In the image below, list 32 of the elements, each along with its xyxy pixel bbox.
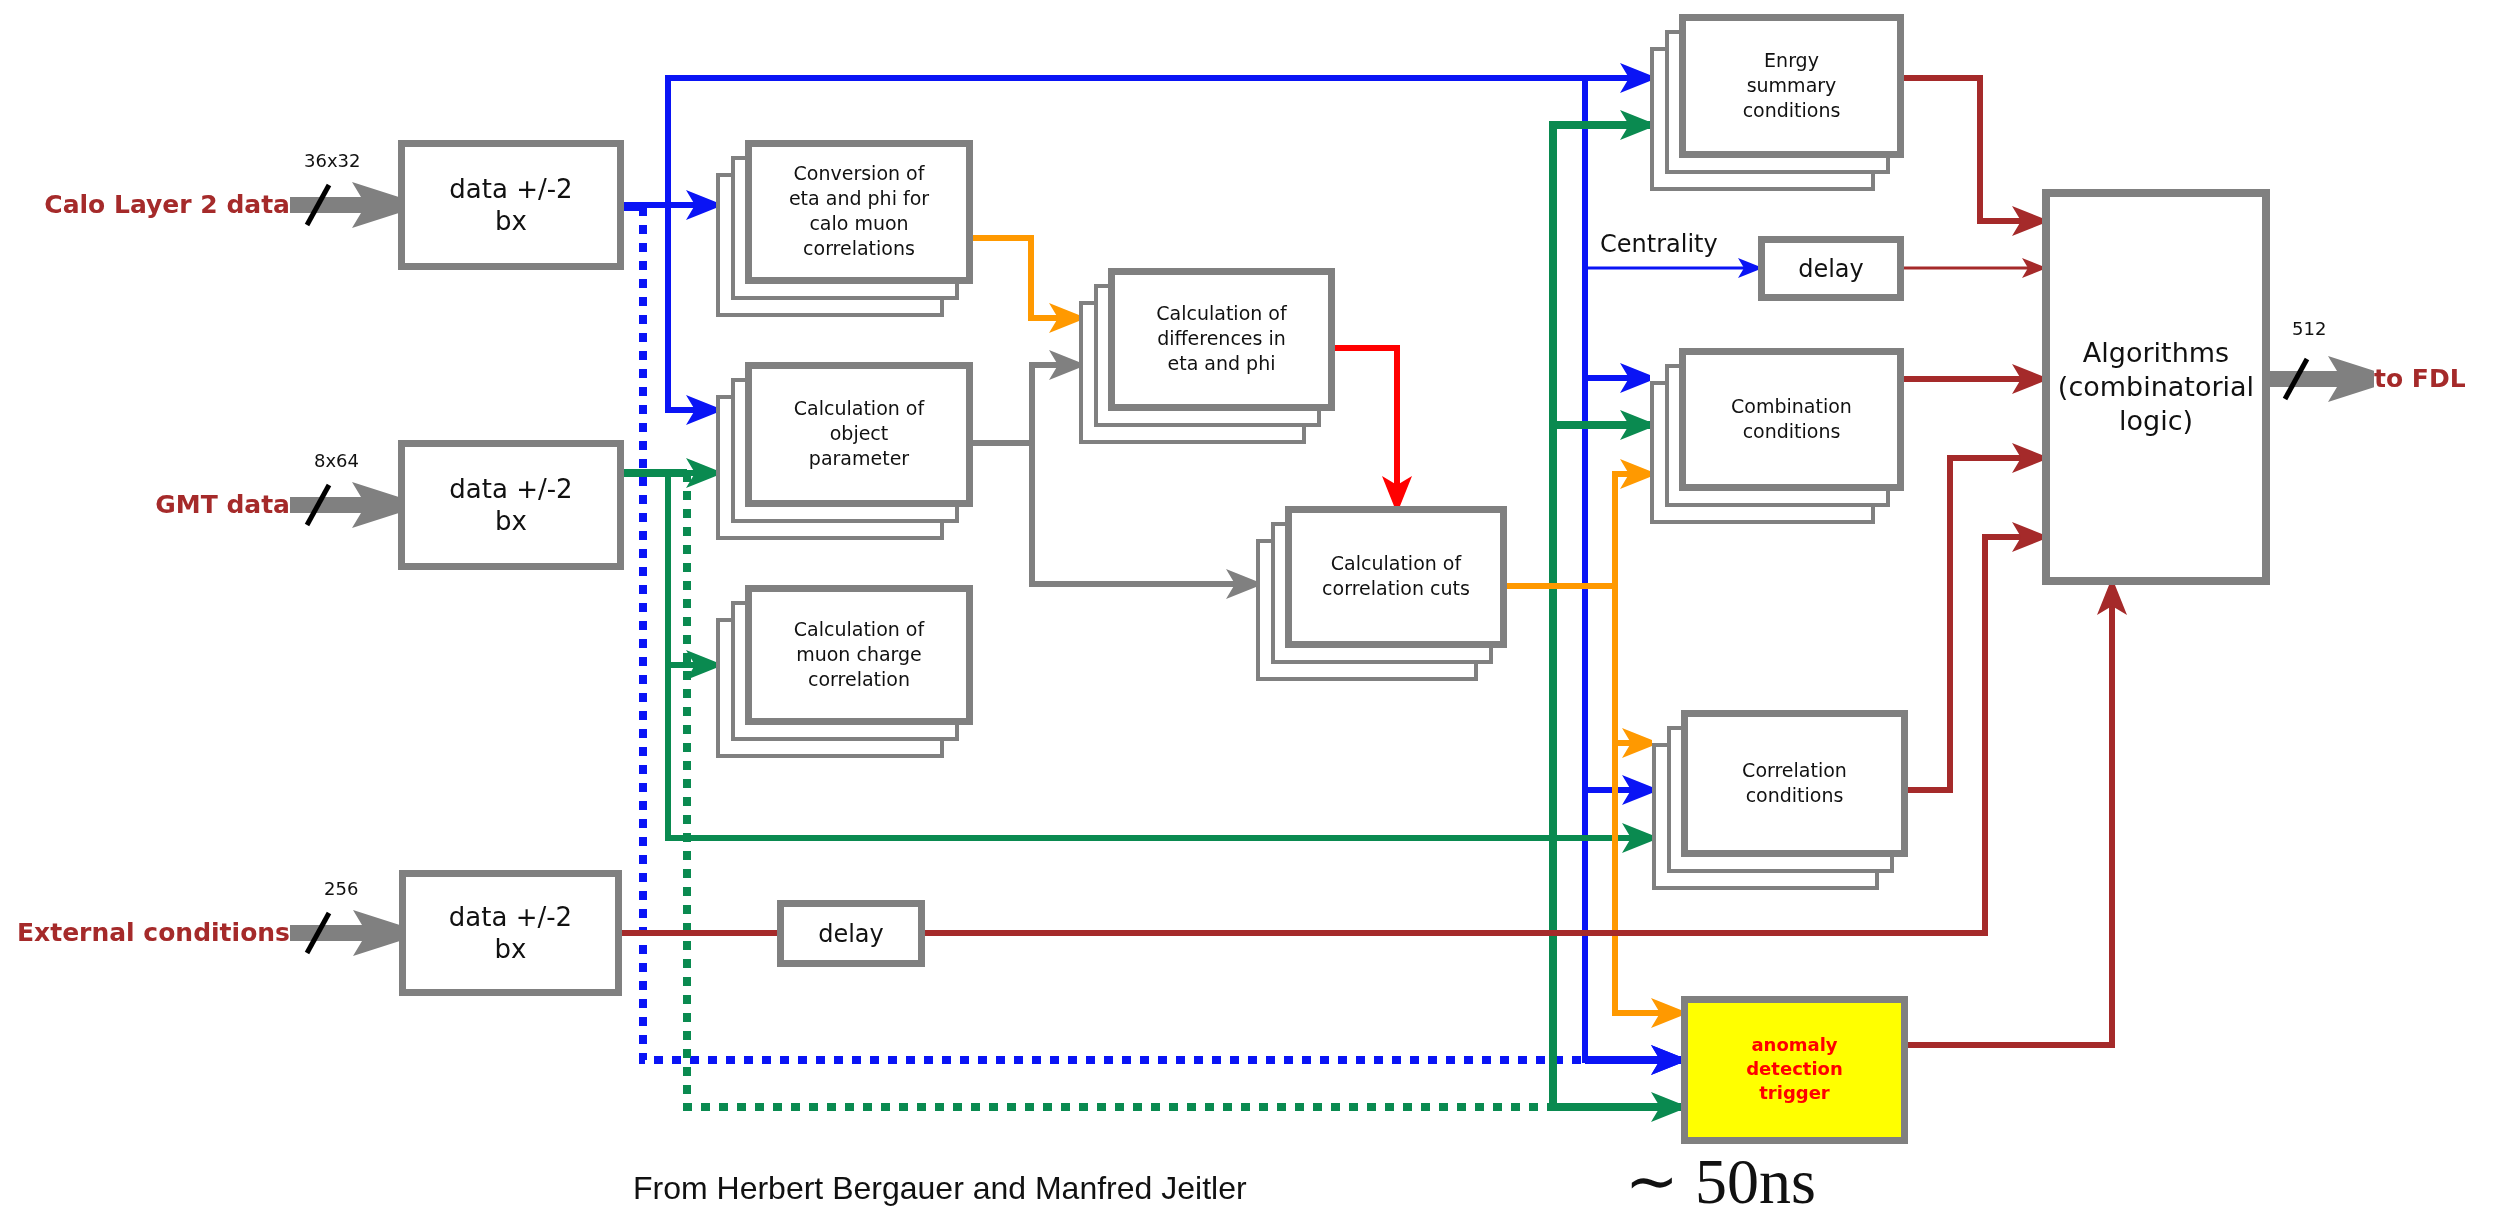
latency-note: ∼ 50ns [1625, 1150, 1816, 1214]
box-label: data +/-2 bx [449, 473, 573, 536]
box-label: data +/-2 bx [449, 173, 573, 236]
process-box [398, 440, 624, 570]
process-box [399, 870, 622, 996]
process-box [398, 140, 624, 270]
box-label: Conversion of eta and phi for calo muon correlations [788, 162, 930, 259]
edge-label: 256 [322, 880, 361, 898]
input-label: Calo Layer 2 data [20, 187, 290, 223]
box-label: Correlation conditions [1742, 758, 1847, 806]
output-label: to FDL [2374, 361, 2484, 397]
input-label: External conditions [10, 915, 290, 951]
credit-caption: From Herbert Bergauer and Manfred Jeitler [633, 1172, 1247, 1204]
edge-label: 8x64 [312, 452, 361, 470]
connector-line [622, 930, 777, 936]
box-label: Calculation of correlation cuts [1322, 552, 1470, 599]
box-label: Combination conditions [1731, 394, 1852, 442]
delay-box [777, 900, 925, 967]
box-label: Enrgy summary conditions [1742, 48, 1841, 121]
box-label: delay [818, 919, 884, 948]
box-label: anomaly detection trigger [1746, 1034, 1843, 1103]
trigger-box [1681, 996, 1908, 1144]
delay-box [1758, 236, 1904, 301]
box-label: Calculation of differences in eta and phi [1156, 302, 1287, 374]
input-label: GMT data [100, 487, 290, 523]
algorithm-box [2042, 189, 2270, 585]
edge-label: Centrality [1598, 232, 1720, 256]
box-label: Calculation of object parameter [793, 397, 925, 469]
box-label: Algorithms (combinatorial logic) [2057, 337, 2255, 436]
box-label: delay [1798, 254, 1864, 283]
box-label: data +/-2 bx [448, 901, 573, 964]
box-label: Calculation of muon charge correlation [793, 617, 925, 690]
